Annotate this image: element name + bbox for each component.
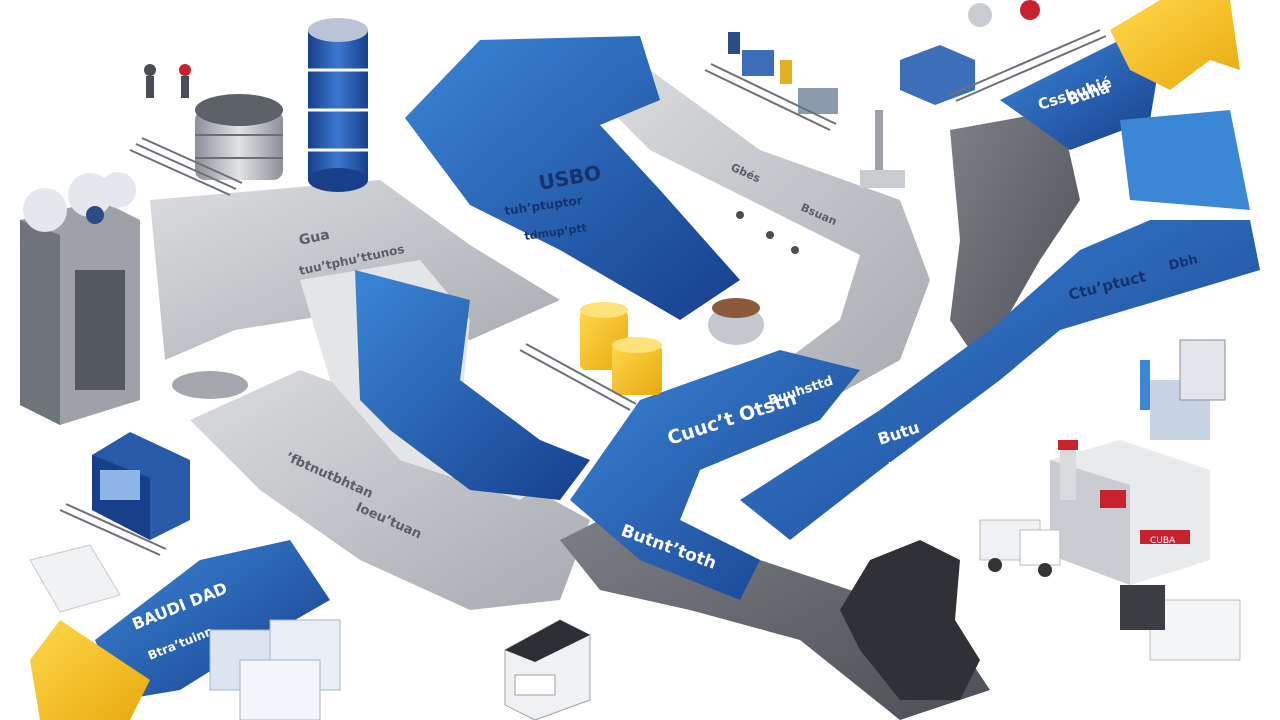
- grey-road-left-lower: [190, 370, 590, 610]
- blue-ribbon-right-long: [740, 220, 1260, 540]
- blimp-icon: [172, 371, 248, 399]
- blue-ribbon-center-diagonal: [570, 350, 860, 600]
- blue-ribbon-top-center: [405, 36, 740, 320]
- yellow-arrows: [30, 0, 1240, 720]
- warehouse-icon: [92, 432, 190, 540]
- factory-tower-icon: [20, 172, 140, 425]
- truck-icon: [979, 519, 1241, 661]
- dark-road-top-right: [950, 110, 1080, 380]
- crosswalk-stripes: [59, 29, 1107, 556]
- dark-rock-silhouette: [840, 540, 980, 700]
- barrels-icon: [728, 32, 838, 114]
- label-grey-left-a: Gua: [298, 227, 332, 249]
- top-right-facility-icon: [900, 0, 1040, 105]
- robot-arm-icon: [1140, 339, 1226, 440]
- blue-ribbon-center-funnel: [355, 270, 590, 500]
- factory-red-icon: CUBA: [1050, 440, 1210, 585]
- shipping-boxes-icon: [209, 619, 341, 720]
- data-cylinder-icon: [308, 18, 368, 192]
- blue-ribbon-bottom-left: [95, 540, 330, 700]
- yellow-arrow-bottom-left: [30, 620, 150, 720]
- resource-basket-icon: [708, 298, 764, 345]
- label-mid-right-b: Dbh: [1167, 252, 1199, 274]
- crane-icon: [860, 110, 905, 188]
- blue-ribbon-flow: [95, 36, 1260, 700]
- grey-road-top-curve: [590, 70, 930, 410]
- blue-ribbon-right-upper: [1120, 110, 1250, 210]
- server-stack-icon: [195, 94, 283, 180]
- truck-bottom-center-icon: [504, 619, 591, 720]
- blue-ribbon-top-right: [1000, 40, 1160, 150]
- platform-pad: [29, 544, 121, 613]
- people-icons: [144, 64, 799, 254]
- yellow-arrow-top-right: [1110, 0, 1240, 90]
- gold-coins-icon: [580, 302, 662, 395]
- factory-sign: CUBA: [1150, 536, 1176, 546]
